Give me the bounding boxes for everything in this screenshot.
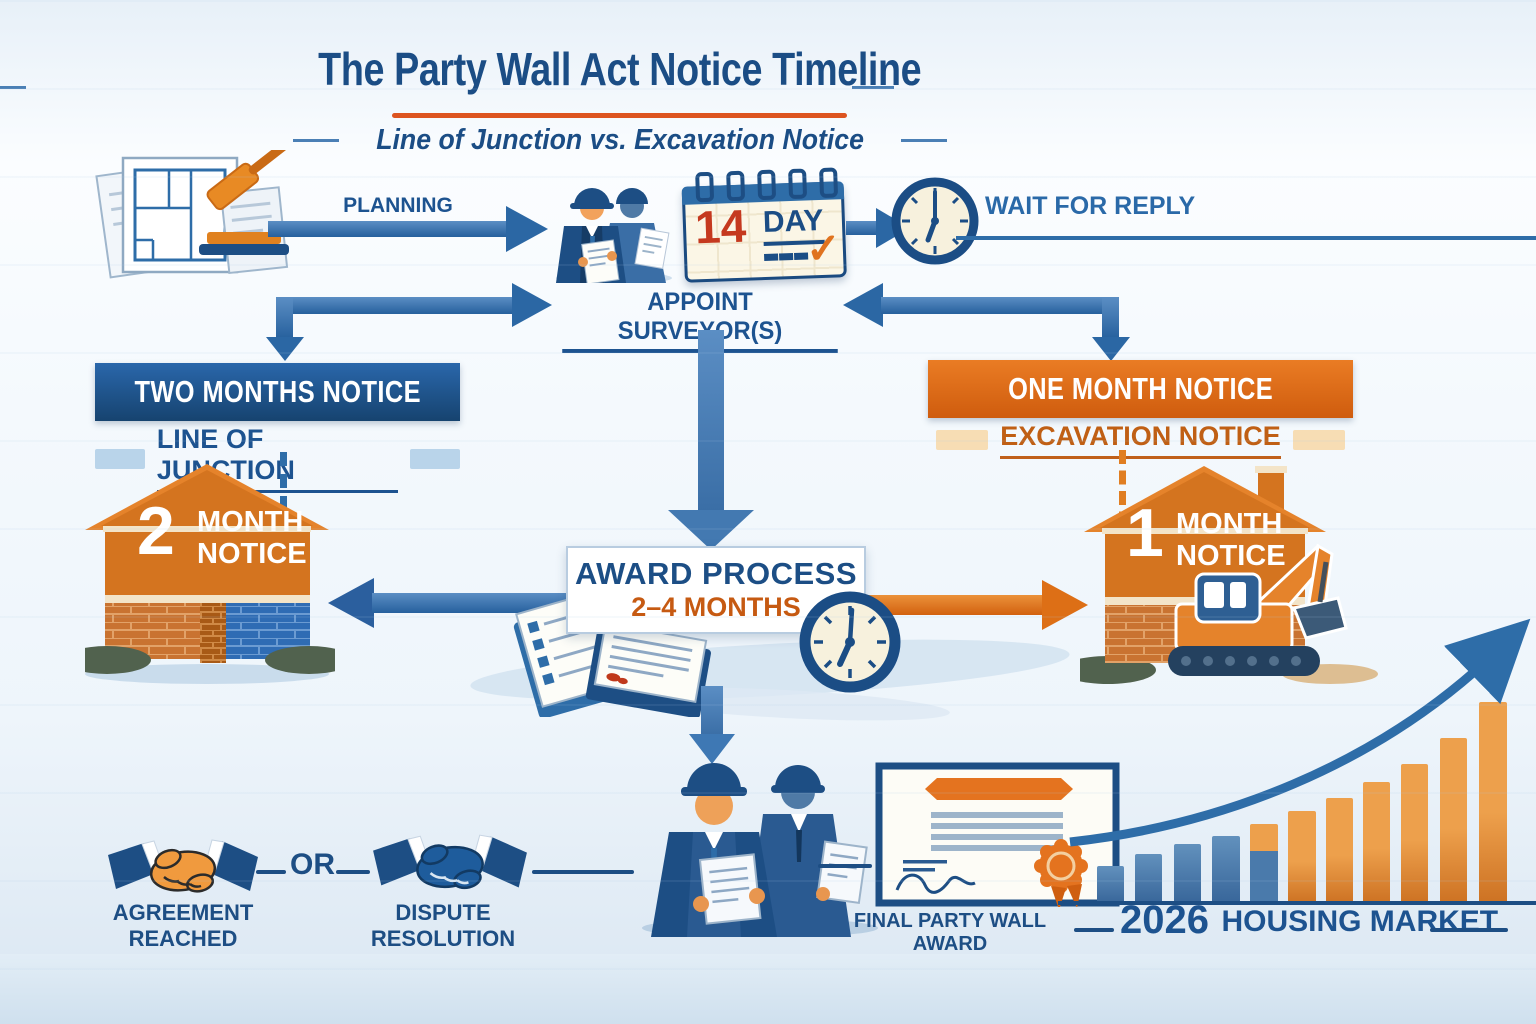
chart-bar [1363, 782, 1390, 903]
surveyors-top-icon [556, 188, 672, 283]
award-left-arrow-head [328, 578, 374, 628]
connector-line [256, 870, 286, 874]
dispute-resolution-label: DISPUTE RESOLUTION [332, 900, 554, 961]
calendar-14day-icon: 14 DAY ✓ [681, 167, 847, 283]
handshake-dispute-icon [373, 834, 527, 890]
excavation-notice-label: EXCAVATION NOTICE [928, 421, 1353, 459]
market-bars [1060, 700, 1536, 903]
chart-bar [1401, 764, 1428, 903]
award-down-arrow-head [689, 734, 735, 764]
award-left-arrow-shaft [372, 593, 568, 613]
market-dash-right [1430, 928, 1508, 932]
chart-bar [1250, 824, 1278, 903]
market-year: 2026 [1120, 898, 1209, 942]
connector-line [818, 864, 872, 868]
clock-top-icon [891, 177, 979, 265]
connector-line [532, 870, 634, 874]
subtitle-dash-left [292, 139, 339, 142]
surveyors-bottom-icon [642, 763, 878, 937]
right-connector-hbar [881, 297, 1119, 314]
left-connector-hbar [276, 297, 514, 314]
subtitle-dash-right [901, 139, 948, 142]
award-right-arrow-head [1042, 580, 1088, 630]
chart-bar [1288, 811, 1316, 903]
housing-market-label: 2026 HOUSING MARKET [1120, 898, 1498, 943]
left-dashed-line [280, 452, 287, 532]
right-connector-down-head [1092, 337, 1130, 361]
right-sub-box [1292, 430, 1345, 450]
chart-bar [1097, 866, 1124, 903]
center-down-arrow-head [668, 510, 754, 550]
title-underline [392, 113, 847, 118]
right-house-text: 1 MONTH NOTICE [1126, 495, 1286, 572]
calendar-ring [726, 170, 746, 202]
chart-bar [1212, 836, 1240, 903]
two-months-banner: TWO MONTHS NOTICE [95, 363, 460, 421]
left-house-number: 2 [137, 493, 175, 569]
award-down-arrow-shaft [701, 686, 723, 736]
center-down-arrow-shaft [698, 330, 724, 512]
header-left-dash [0, 86, 26, 89]
chart-bar [1174, 844, 1201, 903]
planning-arrow-head [506, 206, 548, 252]
footer-band [0, 954, 1536, 1024]
calendar-arrow-shaft [846, 221, 878, 235]
wait-underline [956, 236, 1536, 240]
right-connector-vbar [1102, 297, 1119, 339]
left-connector-vbar [276, 297, 293, 339]
right-dashed-line [1119, 450, 1126, 546]
award-right-arrow-shaft [858, 595, 1046, 615]
connector-line [336, 870, 370, 874]
party-wall-house-icon [85, 464, 335, 684]
left-connector-down-head [266, 337, 304, 361]
calendar-ring [695, 171, 715, 203]
calendar-ring [788, 168, 808, 200]
handshake-agreement-icon [108, 839, 258, 893]
wait-for-reply-label: WAIT FOR REPLY [985, 192, 1196, 220]
chart-bar [1440, 738, 1467, 903]
award-title: AWARD PROCESS [574, 556, 858, 591]
left-sub-box [95, 448, 145, 469]
left-connector-right-head [512, 283, 552, 327]
growth-arrow-icon [1069, 618, 1531, 847]
left-house-text: 2 MONTH NOTICE [137, 493, 307, 570]
right-sub-box [936, 430, 989, 450]
market-dash-left [1074, 928, 1114, 932]
page-title: The Party Wall Act Notice Timeline [318, 43, 922, 95]
calendar-ring [819, 167, 839, 199]
chart-bar [1135, 854, 1162, 903]
left-sub-box [410, 448, 461, 469]
right-connector-left-head [843, 283, 883, 327]
excavation-house-icon [1080, 466, 1378, 684]
chart-bar [1326, 798, 1353, 903]
calendar-ring [757, 169, 777, 201]
clock-big-icon [799, 591, 901, 693]
right-house-number: 1 [1126, 495, 1164, 571]
calendar-number: 14 [694, 199, 748, 254]
or-label: OR [290, 848, 335, 881]
award-duration: 2–4 MONTHS [631, 592, 801, 622]
check-icon: ✓ [805, 224, 842, 273]
blueprint-gavel-icon [95, 150, 289, 279]
agreement-reached-label: AGREEMENT REACHED [78, 900, 288, 961]
planning-arrow-shaft [268, 221, 508, 237]
market-text: HOUSING MARKET [1221, 905, 1499, 938]
one-month-banner: ONE MONTH NOTICE [928, 360, 1353, 418]
page-subtitle: Line of Junction vs. Excavation Notice [0, 124, 1240, 157]
header-right-dash [852, 86, 894, 89]
chart-baseline [1058, 901, 1536, 905]
chart-bar [1479, 702, 1507, 903]
